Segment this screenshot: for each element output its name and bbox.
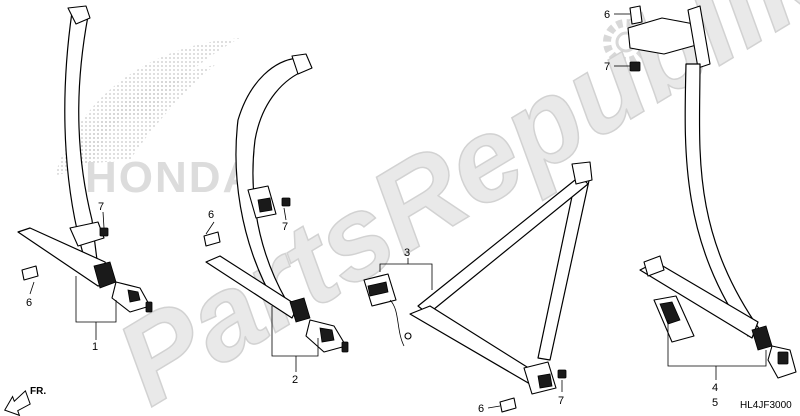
bolt-icon [21, 265, 39, 281]
callout-4: 4 [712, 382, 718, 394]
seatbelt-assembly-2 [203, 53, 349, 353]
callout-6-center: 6 [478, 403, 484, 415]
callout-1: 1 [92, 341, 98, 353]
honda-logo-watermark: HONDA [55, 38, 256, 202]
callout-7-right: 7 [604, 61, 610, 73]
bolt-icon [629, 5, 643, 25]
callout-5: 5 [712, 397, 718, 409]
nut-icon [281, 197, 291, 207]
seatbelt-assembly-3 [363, 161, 593, 413]
honda-logo-text: HONDA [85, 153, 256, 202]
callout-3: 3 [404, 247, 410, 259]
callout-6-right: 6 [604, 9, 610, 21]
nut-icon [557, 369, 567, 379]
callout-7-mid: 7 [282, 221, 288, 233]
callout-2: 2 [292, 374, 298, 386]
callout-7-left: 7 [98, 201, 104, 213]
callout-6-mid: 6 [208, 209, 214, 221]
seatbelt-assembly-1 [17, 5, 153, 313]
direction-label: FR. [30, 386, 46, 397]
leader-lines [29, 13, 767, 409]
front-arrow-icon [3, 389, 31, 416]
diagram-code: HL4JF3000 [740, 400, 792, 411]
callout-7-center: 7 [558, 395, 564, 407]
bolt-icon [499, 397, 517, 413]
callout-6-left: 6 [26, 297, 32, 309]
seatbelt-assembly-4-5 [627, 5, 797, 379]
nut-icon [629, 61, 641, 72]
nut-icon [99, 227, 109, 237]
bolt-icon [203, 231, 221, 247]
